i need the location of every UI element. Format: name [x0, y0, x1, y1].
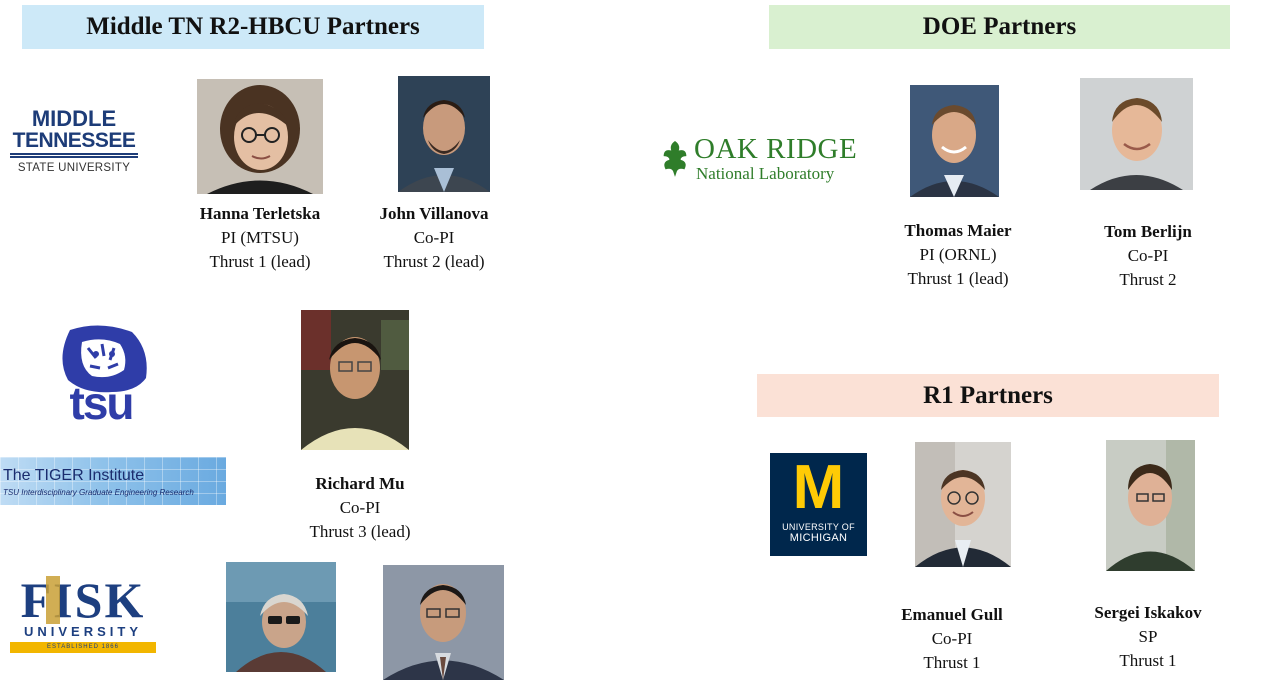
villanova-name: John Villanova: [379, 204, 489, 223]
maier-role: PI (ORNL): [919, 245, 997, 264]
maier-thrust: Thrust 1 (lead): [907, 269, 1009, 288]
mtsu-logo: MIDDLE TENNESSEE STATE UNIVERSITY: [8, 108, 140, 180]
mtsu-logo-line1: MIDDLE: [31, 106, 117, 131]
fisk-person-2-photo: [383, 565, 504, 680]
villanova-caption: John Villanova Co-PI Thrust 2 (lead): [334, 202, 534, 274]
maier-caption: Thomas Maier PI (ORNL) Thrust 1 (lead): [858, 219, 1058, 291]
berlijn-photo: [1080, 78, 1193, 190]
fisk-person-1-photo: [226, 562, 336, 672]
mtsu-logo-stripe-2: [10, 156, 138, 158]
tsu-logo-text: tsu: [69, 377, 135, 429]
terletska-role: PI (MTSU): [221, 228, 299, 247]
fisk-tower-icon: [46, 576, 60, 624]
berlijn-role: Co-PI: [1127, 246, 1169, 265]
gull-caption: Emanuel Gull Co-PI Thrust 1: [852, 603, 1052, 675]
iskakov-role: SP: [1138, 627, 1158, 646]
gull-name: Emanuel Gull: [901, 605, 1003, 624]
iskakov-photo: [1106, 440, 1195, 571]
mtsu-logo-line3: STATE UNIVERSITY: [17, 162, 131, 174]
ornl-logo-line2: National Laboratory: [696, 164, 835, 183]
fisk-university-logo: FISK UNIVERSITY ESTABLISHED 1866: [6, 572, 160, 656]
umich-logo-line2: MICHIGAN: [789, 532, 848, 544]
fisk-logo-name: FISK: [20, 572, 146, 628]
tiger-institute-title: The TIGER Institute: [3, 467, 145, 484]
mu-caption: Richard Mu Co-PI Thrust 3 (lead): [260, 472, 460, 544]
umich-logo: M UNIVERSITY OF MICHIGAN: [770, 453, 867, 556]
hbcu-partners-banner: Middle TN R2-HBCU Partners: [22, 5, 484, 49]
fisk-logo-sub: UNIVERSITY: [23, 624, 142, 639]
fisk-logo-est: ESTABLISHED 1866: [10, 642, 156, 653]
gull-role: Co-PI: [931, 629, 973, 648]
mtsu-logo-line2: TENNESSEE: [12, 129, 136, 152]
berlijn-caption: Tom Berlijn Co-PI Thrust 2: [1048, 220, 1248, 292]
gull-photo: [915, 442, 1011, 567]
tsu-tiger-logo: tsu: [40, 322, 158, 430]
doe-partners-title: DOE Partners: [922, 13, 1077, 40]
umich-logo-letter: M: [792, 453, 845, 522]
terletska-name: Hanna Terletska: [199, 204, 321, 223]
iskakov-caption: Sergei Iskakov SP Thrust 1: [1048, 601, 1248, 673]
maier-name: Thomas Maier: [904, 221, 1012, 240]
berlijn-thrust: Thrust 2: [1119, 270, 1177, 289]
terletska-caption: Hanna Terletska PI (MTSU) Thrust 1 (lead…: [160, 202, 360, 274]
r1-partners-banner: R1 Partners: [757, 374, 1219, 417]
tiger-institute-subtitle: TSU Interdisciplinary Graduate Engineeri…: [3, 488, 194, 497]
r1-partners-title: R1 Partners: [923, 381, 1053, 409]
villanova-role: Co-PI: [413, 228, 455, 247]
gull-thrust: Thrust 1: [923, 653, 981, 672]
mu-role: Co-PI: [339, 498, 381, 517]
terletska-thrust: Thrust 1 (lead): [209, 252, 311, 271]
mu-name: Richard Mu: [315, 474, 405, 493]
iskakov-thrust: Thrust 1: [1119, 651, 1177, 670]
iskakov-name: Sergei Iskakov: [1094, 603, 1202, 622]
hbcu-partners-title: Middle TN R2-HBCU Partners: [86, 13, 420, 40]
berlijn-name: Tom Berlijn: [1104, 222, 1192, 241]
doe-partners-banner: DOE Partners: [769, 5, 1230, 49]
villanova-thrust: Thrust 2 (lead): [383, 252, 485, 271]
mtsu-logo-stripe: [10, 153, 138, 155]
villanova-photo: [398, 76, 490, 192]
umich-logo-line1: UNIVERSITY OF: [782, 522, 855, 532]
mu-thrust: Thrust 3 (lead): [309, 522, 411, 541]
ornl-logo-line1: OAK RIDGE: [694, 133, 858, 165]
tiger-institute-logo: The TIGER Institute TSU Interdisciplinar…: [0, 457, 226, 505]
mu-photo: [301, 310, 409, 450]
tiger-institute-grid: [0, 457, 226, 505]
oak-leaf-icon: [663, 141, 687, 177]
maier-photo: [910, 85, 999, 197]
ornl-logo: OAK RIDGE National Laboratory: [658, 134, 864, 186]
terletska-photo: [197, 79, 323, 194]
